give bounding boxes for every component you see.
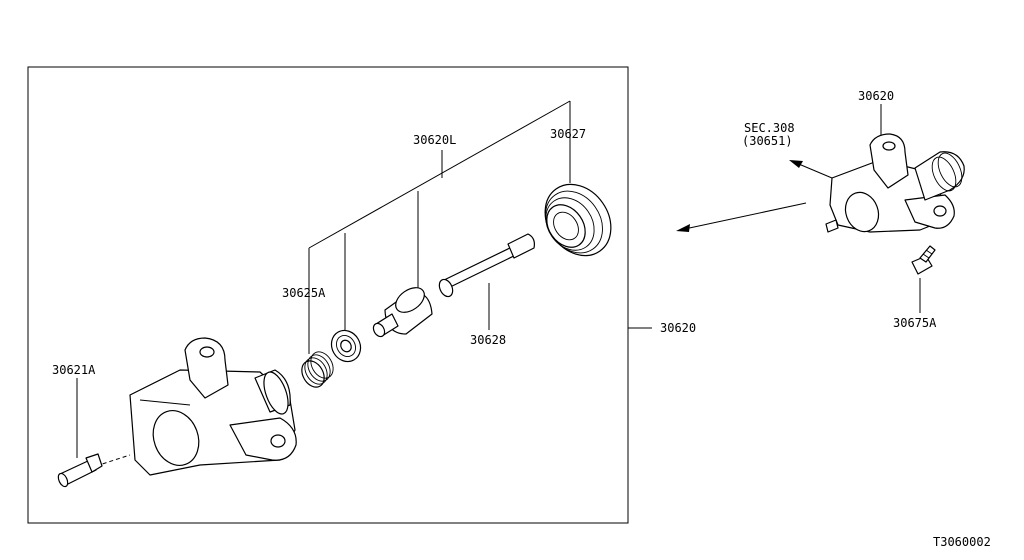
cylinder-body bbox=[129, 337, 297, 476]
piston-30620L bbox=[372, 287, 433, 338]
leader-lines bbox=[76, 100, 921, 467]
bolt-30675A bbox=[911, 245, 936, 275]
label-30625A: 30625A bbox=[282, 286, 326, 300]
label-30620-main: 30620 bbox=[660, 321, 696, 335]
label-sec-30651: (30651) bbox=[742, 134, 793, 148]
assembly-frame bbox=[27, 66, 629, 524]
assembled-cylinder-right bbox=[825, 133, 965, 233]
label-sec-308: SEC.308 bbox=[744, 121, 795, 135]
push-rod-30628 bbox=[438, 233, 535, 298]
label-30621A: 30621A bbox=[52, 363, 96, 377]
dust-boot-30627 bbox=[544, 183, 612, 257]
label-30628: 30628 bbox=[470, 333, 506, 347]
spring-30625A bbox=[301, 351, 334, 388]
label-30627: 30627 bbox=[550, 127, 586, 141]
label-30675A: 30675A bbox=[893, 316, 937, 330]
diagram-code: T3060002 bbox=[933, 535, 991, 549]
label-30620L: 30620L bbox=[413, 133, 456, 147]
label-30620-right: 30620 bbox=[858, 89, 894, 103]
piston-seal bbox=[330, 329, 362, 363]
bleeder-screw-30621A bbox=[57, 453, 103, 488]
